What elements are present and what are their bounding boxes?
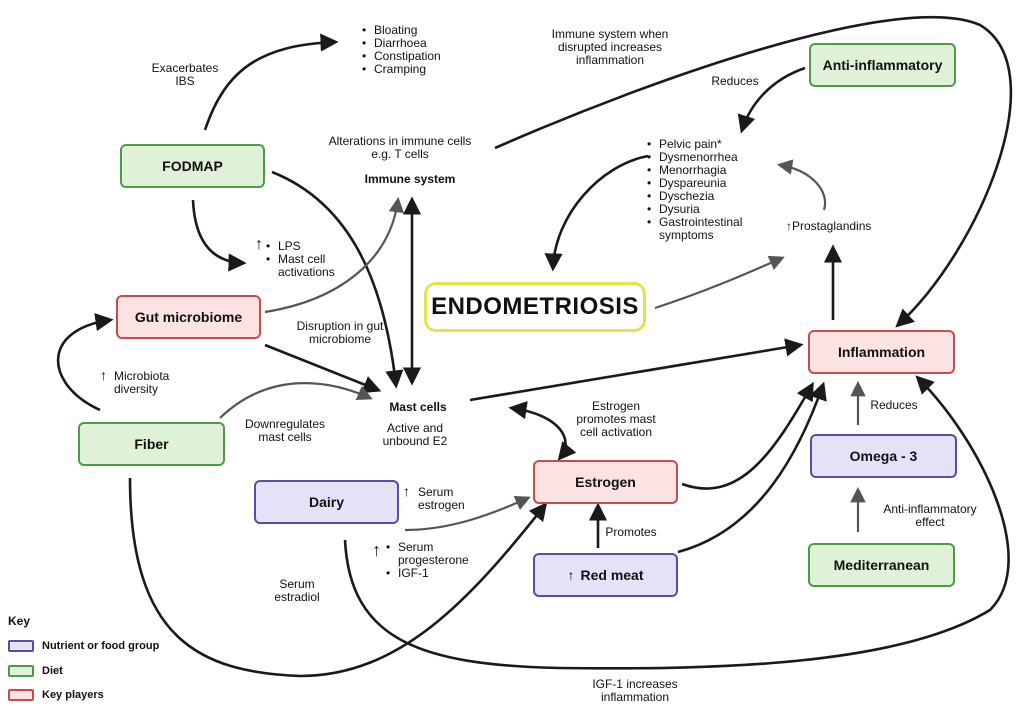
- disruption-gut-label: Disruption in gut microbiome: [296, 319, 384, 346]
- list-item: Dyschezia: [645, 190, 742, 204]
- list-item: Gastrointestinal symptoms: [645, 216, 742, 242]
- list-item: Dyspareunia: [645, 177, 742, 191]
- list-item: Serum progesterone: [384, 541, 469, 567]
- arrow-endo-prostaglandins: [654, 255, 785, 310]
- fiber-box: Fiber: [78, 422, 225, 466]
- microbiota-diversity-label: Microbiota diversity: [114, 369, 170, 396]
- serum-estradiol-label: Serum estradiol: [274, 577, 320, 604]
- endometriosis-box: ENDOMETRIOSIS: [424, 282, 646, 332]
- up-arrow-icon: ↑: [372, 540, 381, 560]
- exacerbates-ibs-label: Exacerbates IBS: [151, 61, 219, 88]
- diet-swatch: [8, 665, 34, 677]
- estrogen-promotes-label: Estrogen promotes mast cell activation: [576, 399, 656, 439]
- arrow-dairy-estrogen: [404, 496, 531, 532]
- ibs-symptoms-list: Bloating Diarrhoea Constipation Cramping: [360, 24, 441, 77]
- prostaglandins-text: Prostaglandins: [792, 219, 872, 233]
- estrogen-box: Estrogen: [533, 460, 678, 504]
- igf1-increases-label: IGF-1 increases inflammation: [592, 677, 678, 704]
- serum-estrogen-label: Serum estrogen: [418, 485, 465, 512]
- list-item: Mast cell activations: [264, 253, 335, 279]
- key-item-diet: Diet: [8, 665, 63, 677]
- list-item: LPS: [264, 240, 335, 254]
- up-arrow-icon: ↑: [255, 236, 263, 253]
- arrow-fiber-mastcells: [219, 382, 373, 419]
- serum-list: Serum progesterone IGF-1: [384, 541, 469, 581]
- list-item: IGF-1: [384, 567, 469, 581]
- arrow-symptoms-endo: [544, 154, 649, 272]
- immune-disrupted-label: Immune system when disrupted increases i…: [551, 27, 669, 67]
- anti-inflammatory-box: Anti-inflammatory: [809, 43, 956, 87]
- key-label: Nutrient or food group: [42, 640, 160, 652]
- arrow-dairy-inflammation: [343, 375, 1010, 670]
- red-meat-box: ↑ Red meat: [533, 553, 678, 597]
- arrow-mastcells-inflammation: [469, 338, 804, 402]
- key-title: Key: [8, 614, 31, 628]
- dairy-box: Dairy: [254, 480, 399, 524]
- endometriosis-symptoms-list: Pelvic pain* Dysmenorrhea Menorrhagia Dy…: [645, 138, 742, 242]
- list-item: Cramping: [360, 63, 441, 77]
- arrow-fodmap-ibs: [203, 33, 339, 131]
- list-item: Dysmenorrhea: [645, 151, 742, 165]
- promotes-label: Promotes: [605, 525, 657, 539]
- arrow-immune-inflammation: [494, 16, 1013, 328]
- key-players-swatch: [8, 689, 34, 701]
- mast-cells-label: Mast cells: [389, 400, 447, 414]
- arrow-redmeat-inflammation: [677, 381, 827, 554]
- alterations-label: Alterations in immune cells e.g. T cells: [328, 134, 472, 161]
- arrow-fiber-gut: [56, 313, 114, 412]
- prostaglandins-label: ↑Prostaglandins: [786, 220, 871, 233]
- arrow-prostaglandins-symptoms: [776, 159, 827, 211]
- arrow-fodmap-mastcells: [271, 170, 404, 389]
- list-item: Menorrhagia: [645, 164, 742, 178]
- mediterranean-box: Mediterranean: [808, 543, 955, 587]
- reduces-top-label: Reduces: [711, 74, 759, 88]
- list-item: Bloating: [360, 24, 441, 38]
- anti-inflammatory-effect-label: Anti-inflammatory effect: [883, 502, 977, 529]
- immune-system-label: Immune system: [364, 172, 456, 186]
- downregulates-label: Downregulates mast cells: [244, 417, 326, 444]
- key-label: Key players: [42, 689, 104, 701]
- arrow-gut-immune: [264, 196, 404, 314]
- nutrient-swatch: [8, 640, 34, 652]
- gut-microbiome-box: Gut microbiome: [116, 295, 261, 339]
- arrow-antiinfl-symptoms: [737, 66, 806, 134]
- arrow-fodmap-lps: [191, 199, 247, 272]
- list-item: Dysuria: [645, 203, 742, 217]
- key-label: Diet: [42, 665, 63, 677]
- fodmap-box: FODMAP: [120, 144, 265, 188]
- reduces-omega-label: Reduces: [870, 398, 918, 412]
- key-item-key-players: Key players: [8, 689, 104, 701]
- up-arrow-icon: ↑: [100, 367, 107, 383]
- key-item-nutrient: Nutrient or food group: [8, 640, 159, 652]
- up-arrow-icon: ↑: [403, 483, 410, 499]
- list-item: Pelvic pain*: [645, 138, 742, 152]
- list-item: Diarrhoea: [360, 37, 441, 51]
- up-arrow-icon: ↑: [567, 567, 575, 583]
- active-unbound-label: Active and unbound E2: [382, 421, 448, 448]
- inflammation-box: Inflammation: [808, 330, 955, 374]
- red-meat-label: Red meat: [580, 567, 644, 583]
- omega-3-box: Omega - 3: [810, 434, 957, 478]
- list-item: Constipation: [360, 50, 441, 64]
- lps-list: LPS Mast cell activations: [264, 240, 335, 279]
- arrow-estrogen-inflammation: [681, 381, 814, 490]
- arrow-mastcells-estrogen: [508, 401, 577, 461]
- arrow-fiber-estrogen: [128, 477, 548, 678]
- arrow-gut-mastcells: [264, 343, 382, 394]
- up-arrow-icon: ↑: [786, 219, 792, 233]
